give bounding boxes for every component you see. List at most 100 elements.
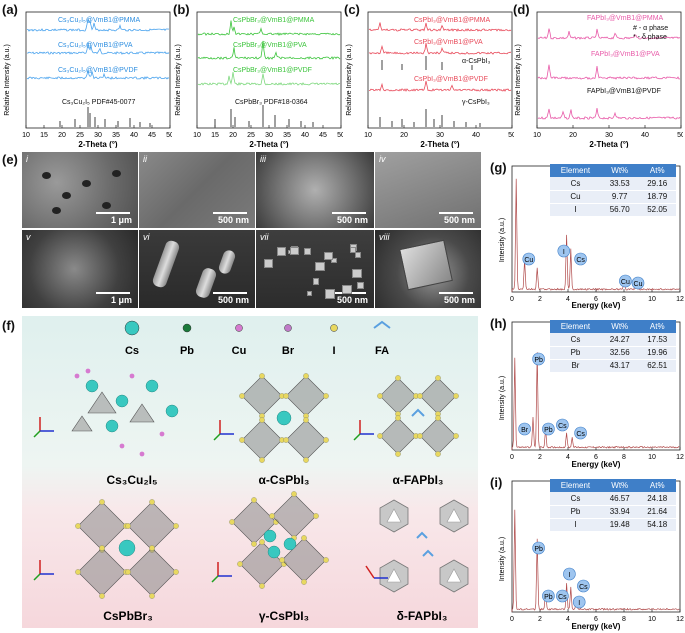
cs-atom bbox=[145, 379, 159, 393]
structure-label-alpha-fapbi3: α-FAPbI₃ bbox=[393, 473, 444, 487]
peak-label: Pb bbox=[544, 594, 553, 601]
panel-label-g: (g) bbox=[490, 160, 507, 175]
panel-label-b: (b) bbox=[173, 2, 190, 17]
scale-bar bbox=[96, 292, 130, 294]
peak-marker bbox=[563, 567, 576, 581]
ylabel-b: Relative Intensity (a.u.) bbox=[175, 44, 182, 116]
scale-bar-label: 1 μm bbox=[110, 295, 132, 305]
x-tick-label: 10 bbox=[193, 132, 201, 139]
halide-atom bbox=[395, 451, 401, 457]
legend-b-1: CsPbBr₃@VmB1@PMMA bbox=[233, 17, 315, 24]
scale-bar bbox=[213, 292, 247, 294]
peak-marker bbox=[572, 595, 586, 609]
xrd-trace bbox=[26, 42, 170, 55]
x-tick-label: 25 bbox=[247, 132, 255, 139]
table-header-cell: At% bbox=[638, 479, 676, 492]
halide-atom bbox=[303, 417, 309, 423]
peak-marker bbox=[557, 244, 571, 258]
x-tick-label: 35 bbox=[283, 132, 291, 139]
cs-atom bbox=[165, 404, 179, 418]
halide-atom bbox=[417, 393, 423, 399]
scale-bar bbox=[332, 212, 366, 214]
peak-marker bbox=[574, 252, 587, 266]
halide-atom bbox=[259, 583, 265, 589]
x-tick-label: 40 bbox=[301, 132, 309, 139]
legend-a-4: Cs₃Cu₂I₅ PDF#45-0077 bbox=[62, 99, 135, 106]
tetrahedron bbox=[71, 415, 93, 432]
legend-b-3: CsPbBr₃@VmB1@PVDF bbox=[233, 67, 312, 74]
sem-image-index: v bbox=[26, 232, 31, 242]
peak-marker bbox=[518, 422, 531, 436]
hex-inner bbox=[446, 508, 462, 523]
xrd-trace bbox=[197, 20, 341, 36]
atom-legend-label: Cs bbox=[125, 345, 139, 357]
sem-image-index: iii bbox=[260, 154, 266, 164]
peak-label: Pb bbox=[534, 546, 543, 553]
x-tick-label: 40 bbox=[641, 132, 649, 139]
peak-label: Cs bbox=[576, 431, 585, 438]
legend-c-1: CsPbI₃@VmB1@PMMA bbox=[414, 17, 491, 24]
xlabel-d: 2-Theta (°) bbox=[589, 140, 629, 148]
xrd-trace bbox=[368, 43, 512, 55]
x-tick-label: 4 bbox=[566, 296, 570, 303]
sem-feature bbox=[194, 266, 218, 300]
octahedron bbox=[127, 547, 177, 597]
atom-i-icon bbox=[330, 324, 338, 332]
tetrahedron bbox=[87, 391, 117, 414]
sem-feature bbox=[324, 289, 335, 300]
x-tick-label: 6 bbox=[594, 454, 598, 461]
scale-bar bbox=[213, 212, 247, 214]
legend-d-3: * - δ phase bbox=[633, 34, 667, 41]
cs-atom bbox=[263, 529, 277, 543]
peak-label: I bbox=[563, 249, 565, 256]
halide-atom bbox=[313, 513, 319, 519]
table-cell: Br bbox=[550, 359, 601, 373]
x-tick-label: 40 bbox=[472, 132, 480, 139]
peak-label: Cs bbox=[576, 257, 585, 264]
halide-atom bbox=[323, 393, 329, 399]
cu-atom bbox=[119, 443, 125, 449]
sem-image-v: v 1 μm bbox=[22, 230, 138, 308]
peak-label: Br bbox=[521, 427, 529, 434]
legend-d-1: FAPbI₃@VmB1@PMMA bbox=[587, 15, 664, 22]
xrd-trace bbox=[26, 18, 170, 32]
xlabel-b: 2-Theta (°) bbox=[249, 140, 289, 148]
x-tick-label: 20 bbox=[400, 132, 408, 139]
sem-feature bbox=[42, 172, 51, 179]
peak-marker bbox=[542, 422, 555, 436]
x-tick-label: 0 bbox=[510, 616, 514, 623]
table-cell: 56.70 bbox=[600, 203, 639, 217]
octahedron bbox=[419, 377, 457, 415]
halide-atom bbox=[303, 373, 309, 379]
sem-feature bbox=[324, 252, 333, 261]
x-tick-label: 45 bbox=[319, 132, 327, 139]
sem-image-index: viii bbox=[379, 232, 390, 242]
halide-atom bbox=[453, 393, 459, 399]
halide-atom bbox=[303, 457, 309, 463]
octahedron bbox=[241, 375, 283, 417]
peak-label: Cs bbox=[558, 423, 567, 430]
table-cell: 62.51 bbox=[638, 359, 676, 373]
halide-atom bbox=[237, 561, 243, 567]
xlabel-c: 2-Theta (°) bbox=[420, 140, 460, 148]
legend-d-4: FAPbI₃@VmB1@PVA bbox=[591, 51, 660, 58]
sem-feature bbox=[277, 247, 286, 256]
table-header-cell: Element bbox=[550, 479, 601, 492]
halide-atom bbox=[269, 513, 275, 519]
tetrahedron bbox=[129, 403, 155, 423]
scale-bar bbox=[439, 292, 473, 294]
structure-label-gamma-cspbi3: γ-CsPbI₃ bbox=[259, 609, 309, 623]
peak-marker bbox=[631, 276, 645, 290]
sem-image-index: vii bbox=[260, 232, 269, 242]
x-tick-label: 20 bbox=[58, 132, 66, 139]
peak-marker bbox=[522, 252, 536, 266]
halide-atom bbox=[173, 523, 179, 529]
panel-label-a: (a) bbox=[2, 2, 18, 17]
